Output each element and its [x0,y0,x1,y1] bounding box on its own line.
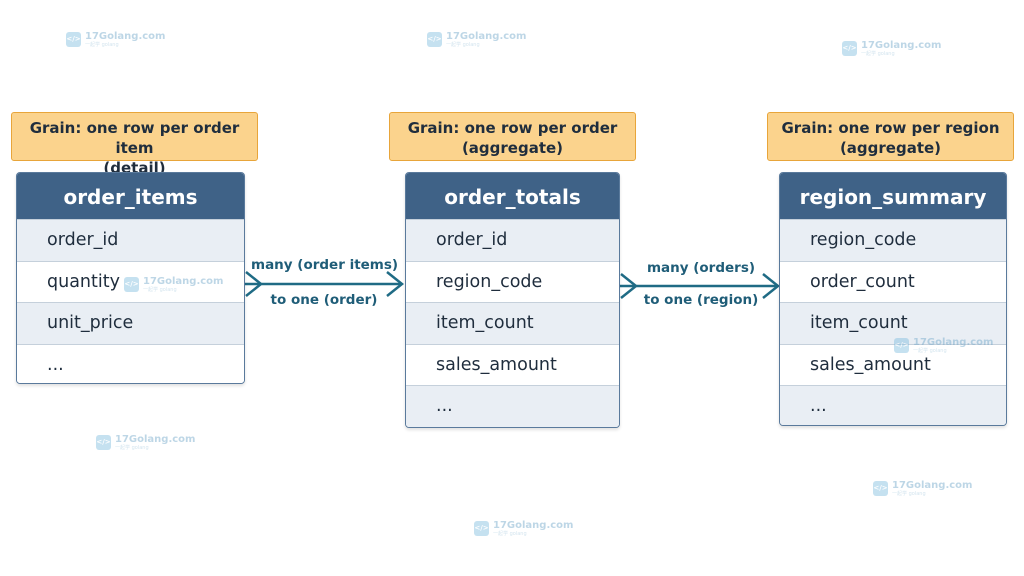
column-unit-price[interactable]: unit_price [17,302,244,344]
column-sales-amount[interactable]: sales_amount [780,343,1006,385]
column-quantity[interactable]: quantity [17,260,244,302]
watermark-logo-icon: </> [873,481,888,496]
column-ellipsis: ... [406,385,619,427]
column-order-count[interactable]: order_count [780,260,1006,302]
grain-line1: Grain: one row per order [407,119,618,137]
relationship-many-label: many (order items) [251,257,399,273]
table-order-items[interactable]: order_items order_id quantity unit_price… [16,172,245,384]
watermark-logo-icon: </> [474,521,489,536]
grain-callout-order-totals: Grain: one row per order (aggregate) [389,112,636,161]
watermark-logo-icon: </> [124,277,139,292]
table-title: order_items [17,173,244,219]
table-title: region_summary [780,173,1006,219]
grain-line2: (aggregate) [461,139,564,157]
watermark-logo-icon: </> [66,32,81,47]
grain-callout-region-summary: Grain: one row per region (aggregate) [767,112,1014,161]
column-region-code[interactable]: region_code [780,219,1006,261]
column-ellipsis: ... [17,343,244,383]
column-item-count[interactable]: item_count [780,302,1006,344]
column-region-code[interactable]: region_code [406,260,619,302]
watermark-logo-icon: </> [894,338,909,353]
arrow-totals-to-region [620,273,781,299]
column-ellipsis: ... [780,385,1006,425]
watermark-logo-icon: </> [842,41,857,56]
table-region-summary[interactable]: region_summary region_code order_count i… [779,172,1007,426]
table-title: order_totals [406,173,619,219]
column-sales-amount[interactable]: sales_amount [406,343,619,385]
watermark-logo-icon: </> [427,32,442,47]
column-order-id[interactable]: order_id [17,219,244,261]
table-order-totals[interactable]: order_totals order_id region_code item_c… [405,172,620,428]
relationship-many-label: many (orders) [646,260,756,276]
relationship-one-label: to one (order) [270,292,378,308]
grain-callout-order-items: Grain: one row per order item (detail) [11,112,258,177]
grain-line2: (aggregate) [839,139,942,157]
arrow-items-to-totals [245,271,405,297]
column-order-id[interactable]: order_id [406,219,619,261]
relationship-one-label: to one (region) [643,292,759,308]
grain-line1: Grain: one row per order item [29,119,240,157]
grain-line1: Grain: one row per region [781,119,1000,137]
watermark-logo-icon: </> [96,435,111,450]
column-item-count[interactable]: item_count [406,302,619,344]
